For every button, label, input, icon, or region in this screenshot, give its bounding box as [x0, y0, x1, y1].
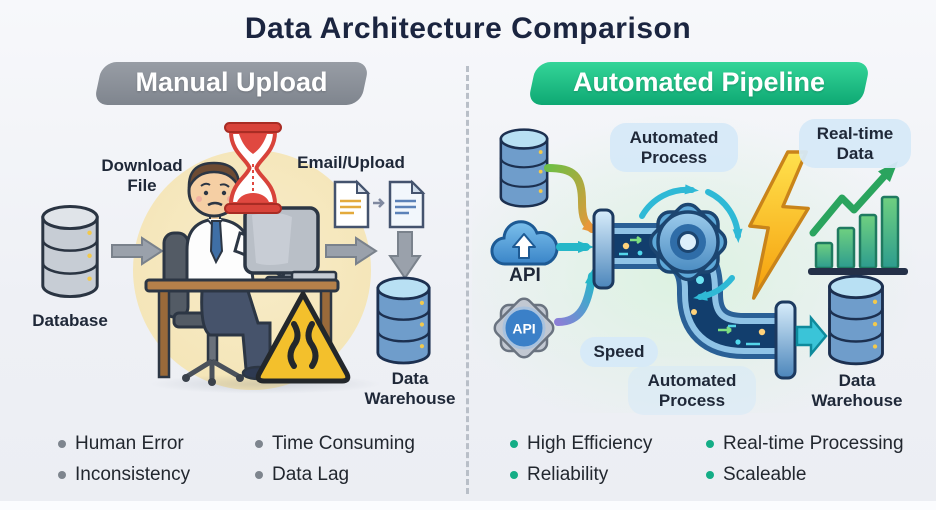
manual-cons-list: Human Error Inconsistency [58, 433, 258, 495]
realtime-data-label: Real-time Data [799, 119, 911, 169]
connector-database-to-pipe [544, 164, 599, 234]
automated-pros-list: High Efficiency Reliability [510, 433, 710, 495]
gear-icon [648, 202, 728, 282]
arrow-right-icon [325, 236, 378, 266]
database-label: Database [32, 311, 108, 330]
data-warehouse-label: Data Warehouse [364, 369, 456, 408]
data-warehouse-icon [371, 274, 436, 367]
manual-cons-list: Time Consuming Data Lag [255, 433, 455, 495]
api-label: API [509, 265, 541, 286]
rotation-arrows-icon [639, 184, 743, 301]
api-gear-label: API [512, 321, 535, 337]
warning-triangle-icon [255, 291, 351, 384]
list-item: Real-time Processing [706, 433, 906, 455]
arrow-right-icon [111, 236, 164, 266]
pipeline-illustration [544, 164, 828, 380]
data-warehouse-label: Data Warehouse [811, 371, 903, 410]
email-upload-label: Email/Upload [297, 153, 405, 172]
connector-gear-to-pipe [554, 268, 597, 326]
person-at-desk-illustration [144, 161, 340, 386]
automated-pros-list: Real-time Processing Scaleable [706, 433, 906, 495]
center-divider [466, 66, 469, 494]
list-item: Reliability [510, 464, 710, 486]
speed-label: Speed [580, 337, 658, 367]
bottom-strip [0, 501, 936, 510]
upload-arrow-icon [512, 233, 536, 259]
automated-banner-label: Automated Pipeline [572, 67, 826, 97]
arrow-down-icon [388, 231, 422, 280]
manual-banner-label: Manual Upload [135, 67, 328, 97]
list-item: Human Error [58, 433, 258, 455]
list-item: Inconsistency [58, 464, 258, 486]
document-icon [333, 179, 371, 229]
download-file-label: Download File [101, 156, 183, 195]
list-item: Data Lag [255, 464, 455, 486]
hourglass-icon [224, 122, 282, 214]
list-item: Time Consuming [255, 433, 455, 455]
document-icon [388, 179, 426, 229]
list-item: High Efficiency [510, 433, 710, 455]
pipe-flange [592, 208, 615, 290]
gear-api-icon: API [493, 297, 555, 359]
automated-process-label: Automated Process [610, 123, 738, 173]
growth-chart-icon [808, 161, 908, 275]
pipe-flange [774, 300, 797, 380]
document-transfer-icon [333, 179, 426, 229]
data-warehouse-icon [822, 272, 890, 368]
automated-process-label: Automated Process [628, 366, 756, 416]
page-title: Data Architecture Comparison [244, 12, 692, 45]
lightning-icon [748, 150, 810, 300]
database-icon [36, 202, 104, 301]
list-item: Scaleable [706, 464, 906, 486]
arrow-right-icon [795, 314, 828, 358]
